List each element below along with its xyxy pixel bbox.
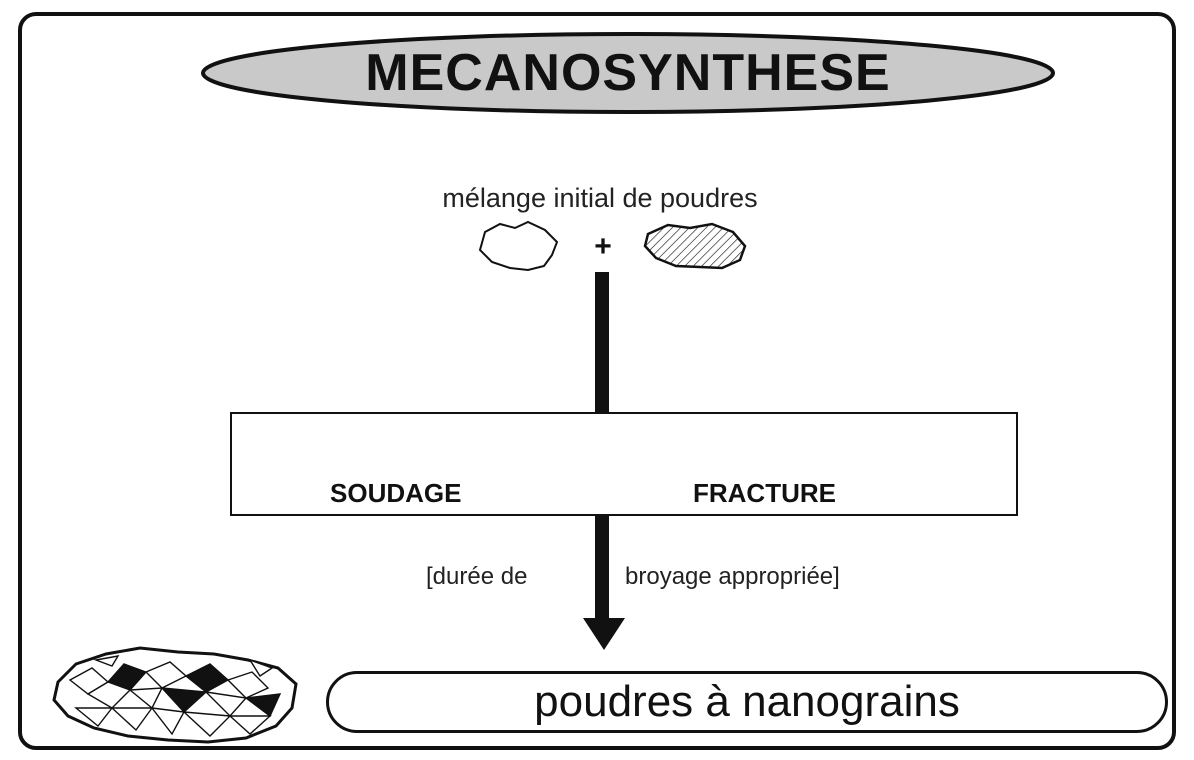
- nanograin-particle-icon: [54, 648, 296, 742]
- plus-sign: +: [588, 230, 618, 264]
- duration-label-left: [durée de: [426, 563, 527, 591]
- main-arrow-head: [583, 618, 625, 650]
- welding-label: SOUDAGE: [330, 478, 461, 509]
- result-label: poudres à nanograins: [326, 671, 1168, 733]
- main-arrow-shaft-bottom: [595, 516, 609, 620]
- fracture-label: FRACTURE: [693, 478, 836, 509]
- duration-label-right: broyage appropriée]: [625, 563, 840, 591]
- hatched-particle-icon: [645, 224, 745, 268]
- blank-particle-icon: [480, 222, 557, 270]
- main-arrow-shaft-top: [595, 272, 609, 414]
